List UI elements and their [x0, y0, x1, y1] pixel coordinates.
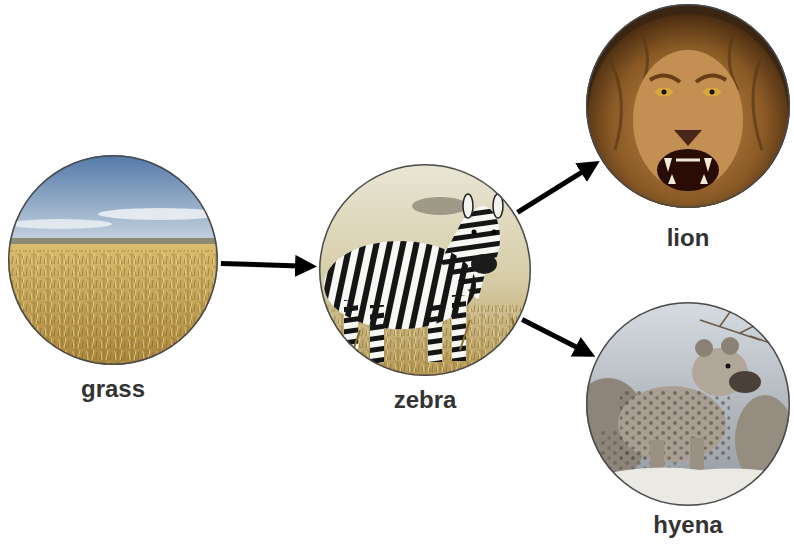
- lion-picture: [580, 0, 794, 215]
- organism-node: grass: [8, 155, 218, 404]
- hyena-picture: [568, 300, 794, 510]
- circle-outline: [320, 165, 531, 376]
- organism-circle: [586, 302, 790, 506]
- zebra-picture: [310, 160, 540, 380]
- organism-name: zebra: [319, 386, 531, 415]
- circle-outline: [587, 5, 790, 208]
- food-chain-arrow: [517, 170, 584, 212]
- organism-name: grass: [8, 375, 218, 404]
- circle-outline: [9, 156, 218, 365]
- food-chain-arrow: [221, 263, 300, 266]
- organism-circle: [319, 164, 531, 376]
- grass-picture: [0, 150, 230, 370]
- food-chain-arrow: [522, 319, 580, 348]
- organism-node: zebra: [319, 164, 531, 415]
- circle-outline: [587, 303, 790, 506]
- organism-name: lion: [586, 224, 790, 253]
- organism-name: hyena: [586, 511, 790, 540]
- organism-node: lion: [586, 4, 790, 253]
- organism-circle: [8, 155, 218, 365]
- organism-node: hyena: [586, 302, 790, 540]
- organism-circle: [586, 4, 790, 208]
